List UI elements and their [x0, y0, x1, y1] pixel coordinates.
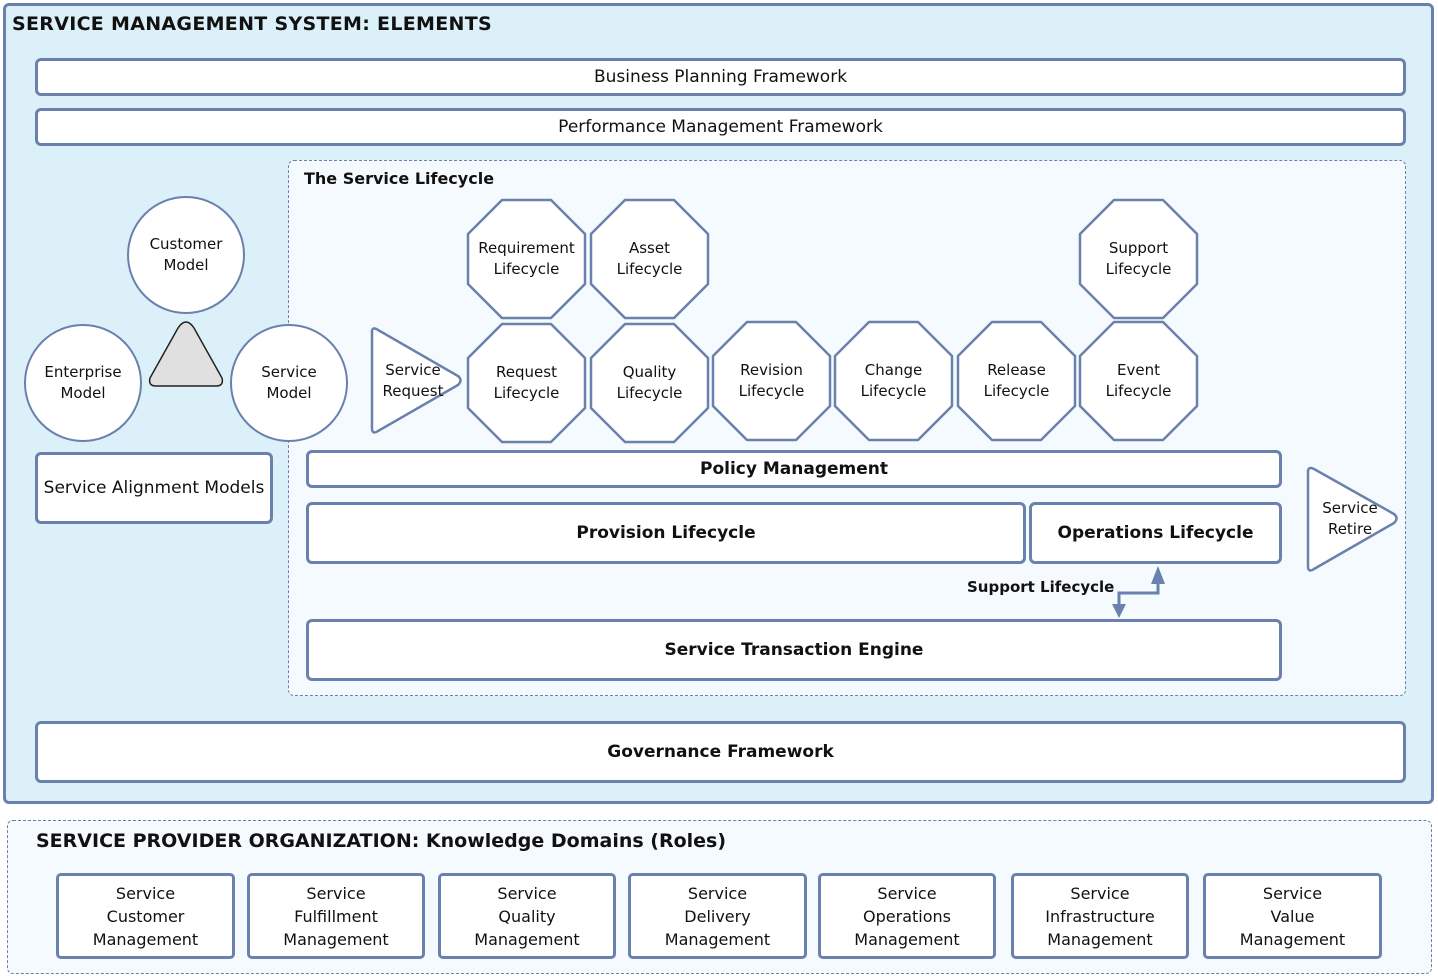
business-planning-framework[interactable]: Business Planning Framework: [35, 58, 1406, 96]
role-service-operations-management[interactable]: Service Operations Management: [818, 873, 996, 959]
role-service-fulfillment-management[interactable]: Service Fulfillment Management: [247, 873, 425, 959]
service-retire-shape: [1306, 466, 1398, 572]
performance-management-framework[interactable]: Performance Management Framework: [35, 108, 1406, 146]
support-lifecycle-connector-label: Support Lifecycle: [967, 578, 1115, 596]
operations-lifecycle[interactable]: Operations Lifecycle: [1029, 502, 1282, 564]
model-triangle-shape: [148, 321, 224, 387]
policy-management[interactable]: Policy Management: [306, 450, 1282, 488]
revision-lifecycle-octagon: [711, 320, 832, 442]
role-service-delivery-management[interactable]: Service Delivery Management: [628, 873, 807, 959]
requirement-lifecycle-octagon: [466, 198, 587, 320]
sms-title: SERVICE MANAGEMENT SYSTEM: ELEMENTS: [12, 13, 492, 35]
request-lifecycle-octagon: [466, 322, 587, 444]
connector-arrowhead-up: [1151, 566, 1165, 584]
service-lifecycle-title: The Service Lifecycle: [304, 169, 495, 188]
support-lifecycle-octagon: [1078, 198, 1199, 320]
connector-arrowhead-down: [1112, 604, 1126, 618]
service-alignment-models[interactable]: Service Alignment Models: [35, 452, 273, 524]
role-service-customer-management[interactable]: Service Customer Management: [56, 873, 235, 959]
provision-lifecycle[interactable]: Provision Lifecycle: [306, 502, 1026, 564]
service-model[interactable]: Service Model: [230, 324, 348, 442]
role-service-infrastructure-management[interactable]: Service Infrastructure Management: [1011, 873, 1189, 959]
change-lifecycle-octagon: [833, 320, 954, 442]
service-request-shape: [370, 327, 462, 434]
asset-lifecycle-octagon: [589, 198, 710, 320]
support-lifecycle-connector: [1117, 572, 1160, 615]
quality-lifecycle-octagon: [589, 322, 710, 444]
service-transaction-engine[interactable]: Service Transaction Engine: [306, 619, 1282, 681]
release-lifecycle-octagon: [956, 320, 1077, 442]
event-lifecycle-octagon: [1078, 320, 1199, 442]
role-service-quality-management[interactable]: Service Quality Management: [438, 873, 616, 959]
role-service-value-management[interactable]: Service Value Management: [1203, 873, 1382, 959]
spo-title: SERVICE PROVIDER ORGANIZATION: Knowledge…: [36, 830, 727, 852]
enterprise-model[interactable]: Enterprise Model: [24, 324, 142, 442]
customer-model[interactable]: Customer Model: [127, 196, 245, 314]
governance-framework[interactable]: Governance Framework: [35, 721, 1406, 783]
